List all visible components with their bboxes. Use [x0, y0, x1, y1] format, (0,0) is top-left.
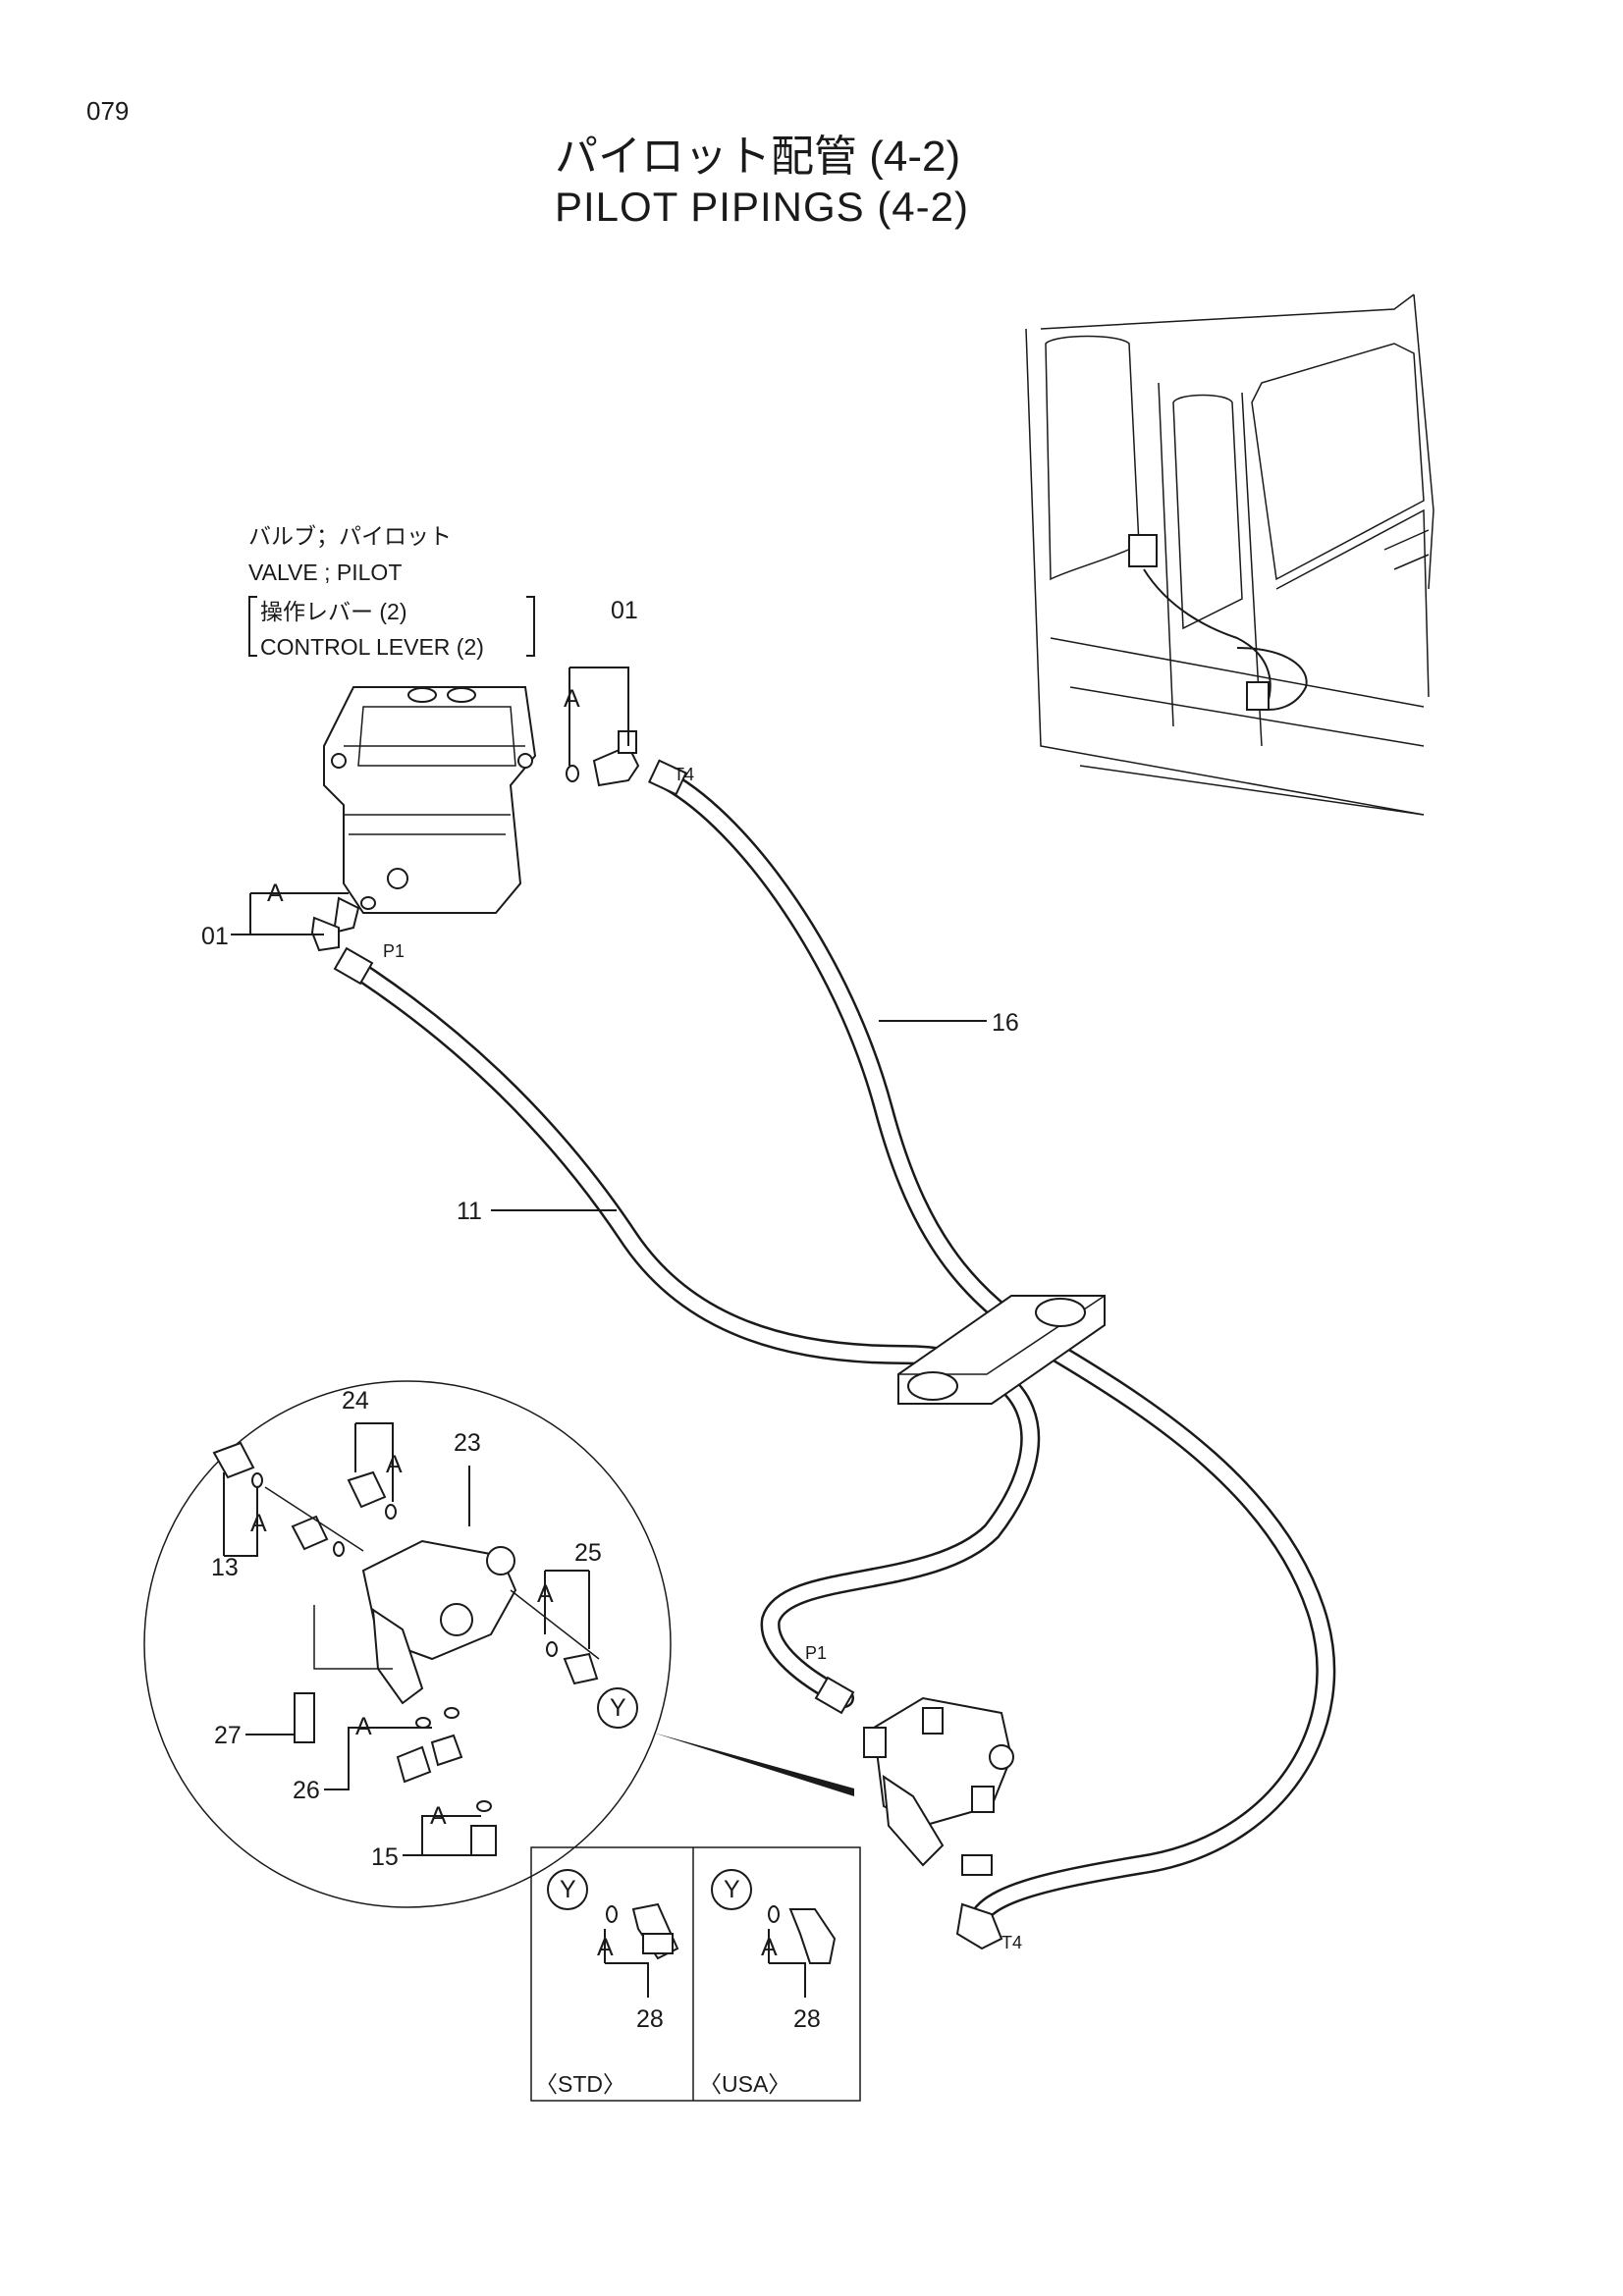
- callout-a-top: A: [564, 685, 580, 713]
- port-p1-left: P1: [383, 941, 406, 961]
- callout-a-usa: A: [761, 1934, 778, 1961]
- bracket-right: [526, 596, 535, 657]
- hose-end-t4-top: [648, 759, 687, 796]
- circle-y-marker: [597, 1687, 638, 1729]
- hose-clamp-plate: [897, 1295, 1106, 1405]
- elbow-fitting-01-top: [566, 730, 640, 787]
- callout-28-std: 28: [636, 2005, 664, 2033]
- callout-23: 23: [454, 1429, 481, 1457]
- callout-24: 24: [342, 1387, 369, 1415]
- detail-leader: [653, 1733, 854, 1796]
- circle-y-usa-label: Y: [724, 1876, 740, 1903]
- callout-16: 16: [992, 1009, 1019, 1037]
- callout-a-26: A: [355, 1713, 372, 1740]
- manifold-assembly: [863, 1696, 1014, 1950]
- std-fitting: [606, 1902, 679, 1960]
- callout-26: 26: [293, 1777, 320, 1804]
- callout-13: 13: [211, 1554, 239, 1581]
- callout-a-left: A: [267, 880, 284, 907]
- circle-y-std: [547, 1869, 588, 1910]
- valve-sub-jp: 操作レバー (2): [260, 599, 407, 624]
- elbow-fitting-01-left: [310, 896, 376, 952]
- leader-lines: [223, 667, 987, 1998]
- port-t4-manifold: T4: [1001, 1933, 1023, 1952]
- callout-28-usa: 28: [793, 2005, 821, 2033]
- callout-25: 25: [574, 1539, 602, 1567]
- detail-circle: [143, 1380, 672, 1908]
- variant-std-label: 〈STD〉: [535, 2071, 625, 2097]
- port-t4-top: T4: [674, 765, 695, 784]
- callout-01-left: 01: [201, 923, 229, 950]
- circle-y-std-label: Y: [560, 1876, 576, 1903]
- callout-01-top: 01: [611, 597, 638, 624]
- callout-a-13: A: [250, 1510, 267, 1537]
- usa-fitting: [768, 1905, 837, 1964]
- valve-label-en: VALVE ; PILOT: [248, 560, 403, 585]
- variant-usa-label: 〈USA〉: [699, 2071, 791, 2097]
- callout-15: 15: [371, 1843, 399, 1871]
- hose-end-p1-manifold: [814, 1676, 855, 1715]
- bracket-left: [248, 596, 257, 657]
- callout-27: 27: [214, 1722, 242, 1749]
- circle-y-usa: [711, 1869, 752, 1910]
- valve-sub-en: CONTROL LEVER (2): [260, 634, 484, 660]
- callout-a-25: A: [537, 1580, 554, 1608]
- page-number: 079: [86, 96, 130, 126]
- detail-parts: [212, 1441, 600, 1856]
- pilot-valve: [323, 686, 537, 914]
- valve-label-jp: バルブ；パイロット: [248, 523, 452, 549]
- callout-a-24: A: [386, 1451, 403, 1478]
- hose-end-p1-left: [333, 946, 374, 986]
- cab-illustration: [1025, 294, 1434, 816]
- callout-11: 11: [457, 1198, 482, 1225]
- callout-y-detail: Y: [610, 1694, 626, 1722]
- callout-a-std: A: [597, 1934, 614, 1961]
- title-english: PILOT PIPINGS (4-2): [555, 184, 969, 230]
- port-p1-manifold: P1: [805, 1643, 828, 1663]
- callout-a-15: A: [430, 1802, 447, 1830]
- variant-box: [530, 1846, 861, 2102]
- title-japanese: パイロット配管 (4-2): [555, 133, 961, 181]
